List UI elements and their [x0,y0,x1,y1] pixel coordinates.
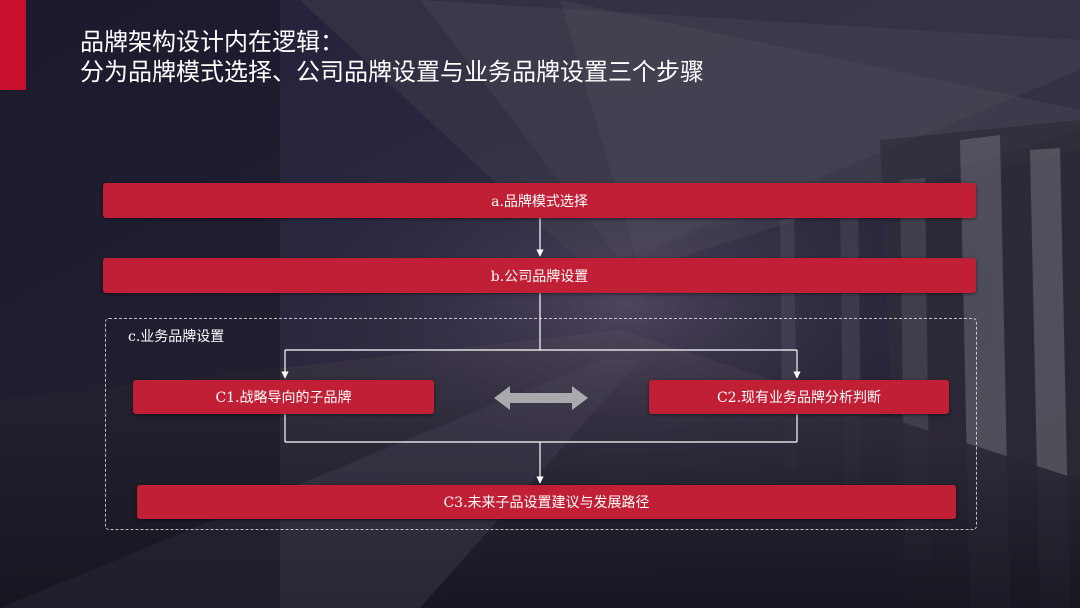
step-a-box: a.品牌模式选择 [103,183,976,218]
step-c1-box: C1.战略导向的子品牌 [133,380,434,414]
group-c-label: c.业务品牌设置 [128,326,224,346]
step-b-box: b.公司品牌设置 [103,258,976,293]
step-c2-box: C2.现有业务品牌分析判断 [649,380,949,414]
step-c3-box: C3.未来子品设置建议与发展路径 [137,485,956,519]
